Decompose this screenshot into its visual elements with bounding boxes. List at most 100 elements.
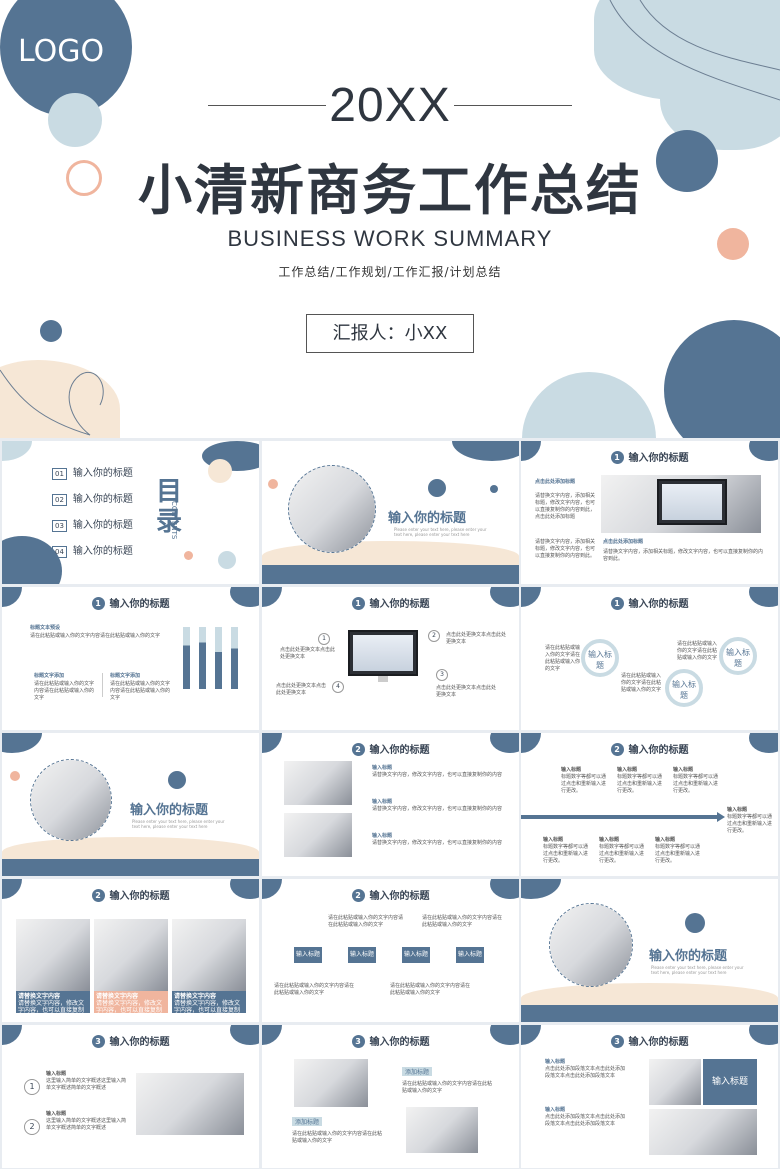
text: 请在此粘贴或输入你的文字请在此粘贴或输入你的文字 [677,641,718,661]
text: 请在此粘贴或输入你的文字内容请在此粘贴或输入你的文字 [292,1131,383,1144]
label: 标题文字添加 [34,673,65,679]
text: 请替换文字内容，添加相关标题，修改文字内容，也可以直接复制你的内容到此。 [535,539,596,559]
decor-blob [749,733,778,753]
photo [136,1073,244,1135]
text: 点击此处更换文本点击此处更换文本 [436,685,497,698]
list-item: 输入标题请替换文字内容，修改文字内容，也可以直接复制你的内容 [372,833,503,846]
bar [231,627,238,689]
text: 请在此粘贴或输入你的文字内容请在此粘贴或输入你的文字 [402,1081,493,1094]
photo [16,919,90,991]
decor-circle [218,551,236,569]
decor-blob [490,587,519,607]
section-photo [288,465,376,553]
label: 标题文字添加 [110,673,141,679]
decor-circle [48,93,102,147]
thumb-section[interactable]: 输入你的标题 Please enter your text here, plea… [521,879,778,1022]
photo [284,813,352,857]
text: 点击此处更换文本点击此处更换文本 [280,647,336,660]
text: 点击此处更换文本点击此处更换文本 [446,632,507,645]
divider [102,673,103,697]
section-title: 输入你的标题 [388,511,467,526]
caption: 请替换文字内容请替换文字内容，修改文字内容，也可以直接复制你的内容 [94,991,168,1021]
step-chevron: 输入标题 [456,947,484,963]
step-chevron: 输入标题 [294,947,322,963]
decor-blob [749,587,778,607]
section-placeholder: Please enter your text here, please ente… [394,527,487,537]
toc-title-en: CONTENTS [170,501,178,540]
decor-circle [268,479,278,489]
cover-slide[interactable]: LOGO 20XX 小清新商务工作总结 BUSINESS WORK SUMMAR… [0,0,780,438]
decor-blob [490,733,519,753]
text: 请在此粘贴或输入你的文字内容请在此粘贴或输入你的文字 [30,633,161,639]
timeline-item: 输入标题标题数字等都可以通过点击和重新输入进行更改。 [617,767,663,794]
toc-title: 目录 [156,477,183,537]
decor-lines [0,369,104,436]
timeline [521,815,721,819]
step-chevron: 输入标题 [402,947,430,963]
timeline-item: 输入标题标题数字等都可以通过点击和重新输入进行更改。 [561,767,607,794]
thumb-section[interactable]: 输入你的标题 Please enter your text here, plea… [262,441,519,584]
photo [649,1109,757,1155]
text: 请在此粘贴或输入你的文字请在此粘贴或输入你的文字 [621,673,662,693]
text: 请替换文字内容，添加相关标题，修改文字内容，也可以直接复制你的内容到此。 [603,549,764,562]
decor-circle [490,485,498,493]
decor-circle [10,771,20,781]
text: 请在此粘贴或输入你的文字请在此粘贴或输入你的文字 [545,645,581,672]
decor-blob [749,1025,778,1045]
label: 点击此处添加标题 [535,479,576,485]
list-item: 输入标题请替换文字内容，修改文字内容，也可以直接复制你的内容 [372,799,503,812]
decor-circle [168,771,186,789]
decor-blob [230,1025,259,1045]
list-item: 输入标题请替换文字内容，修改文字内容，也可以直接复制你的内容 [372,765,503,778]
caption: 请替换文字内容请替换文字内容，修改文字内容，也可以直接复制你的内容 [16,991,90,1021]
decor-blob [452,441,519,461]
monitor-stand [378,676,388,682]
section-photo [30,759,112,841]
bar [183,627,190,689]
thumb-section[interactable]: 输入你的标题 Please enter your text here, plea… [2,733,259,876]
decor-blob [230,587,259,607]
item-num: 2 [24,1119,40,1135]
step-num: 1 [318,633,330,645]
text: 请在此粘贴或输入你的文字内容请在此粘贴或输入你的文字 [110,681,171,701]
decor-circle [40,320,62,342]
cover-year: 20XX [329,79,451,132]
timeline-item: 输入标题标题数字等都可以通过点击和重新输入进行更改。 [655,837,701,864]
photo [601,475,761,533]
section-placeholder: Please enter your text here, please ente… [132,819,225,829]
decor-lines [609,0,780,101]
text: 请在此粘贴或输入你的文字内容请在此粘贴或输入你的文字 [274,983,355,996]
section-photo [549,903,633,987]
decor-circle [522,372,656,438]
text: 请在此粘贴或输入你的文字内容请在此粘贴或输入你的文字 [422,915,503,928]
decor-circle [717,228,749,260]
section-title: 输入你的标题 [130,803,209,818]
monitor [348,630,418,676]
decor-circle [184,551,193,560]
ring: 输入标题 [581,639,619,677]
text: 点击此处更换文本点击此处更换文本 [276,683,327,696]
list-item: 输入标题这里输入简单的文字概述这里输入简单文字概述简单的文字概述 [46,1071,127,1091]
